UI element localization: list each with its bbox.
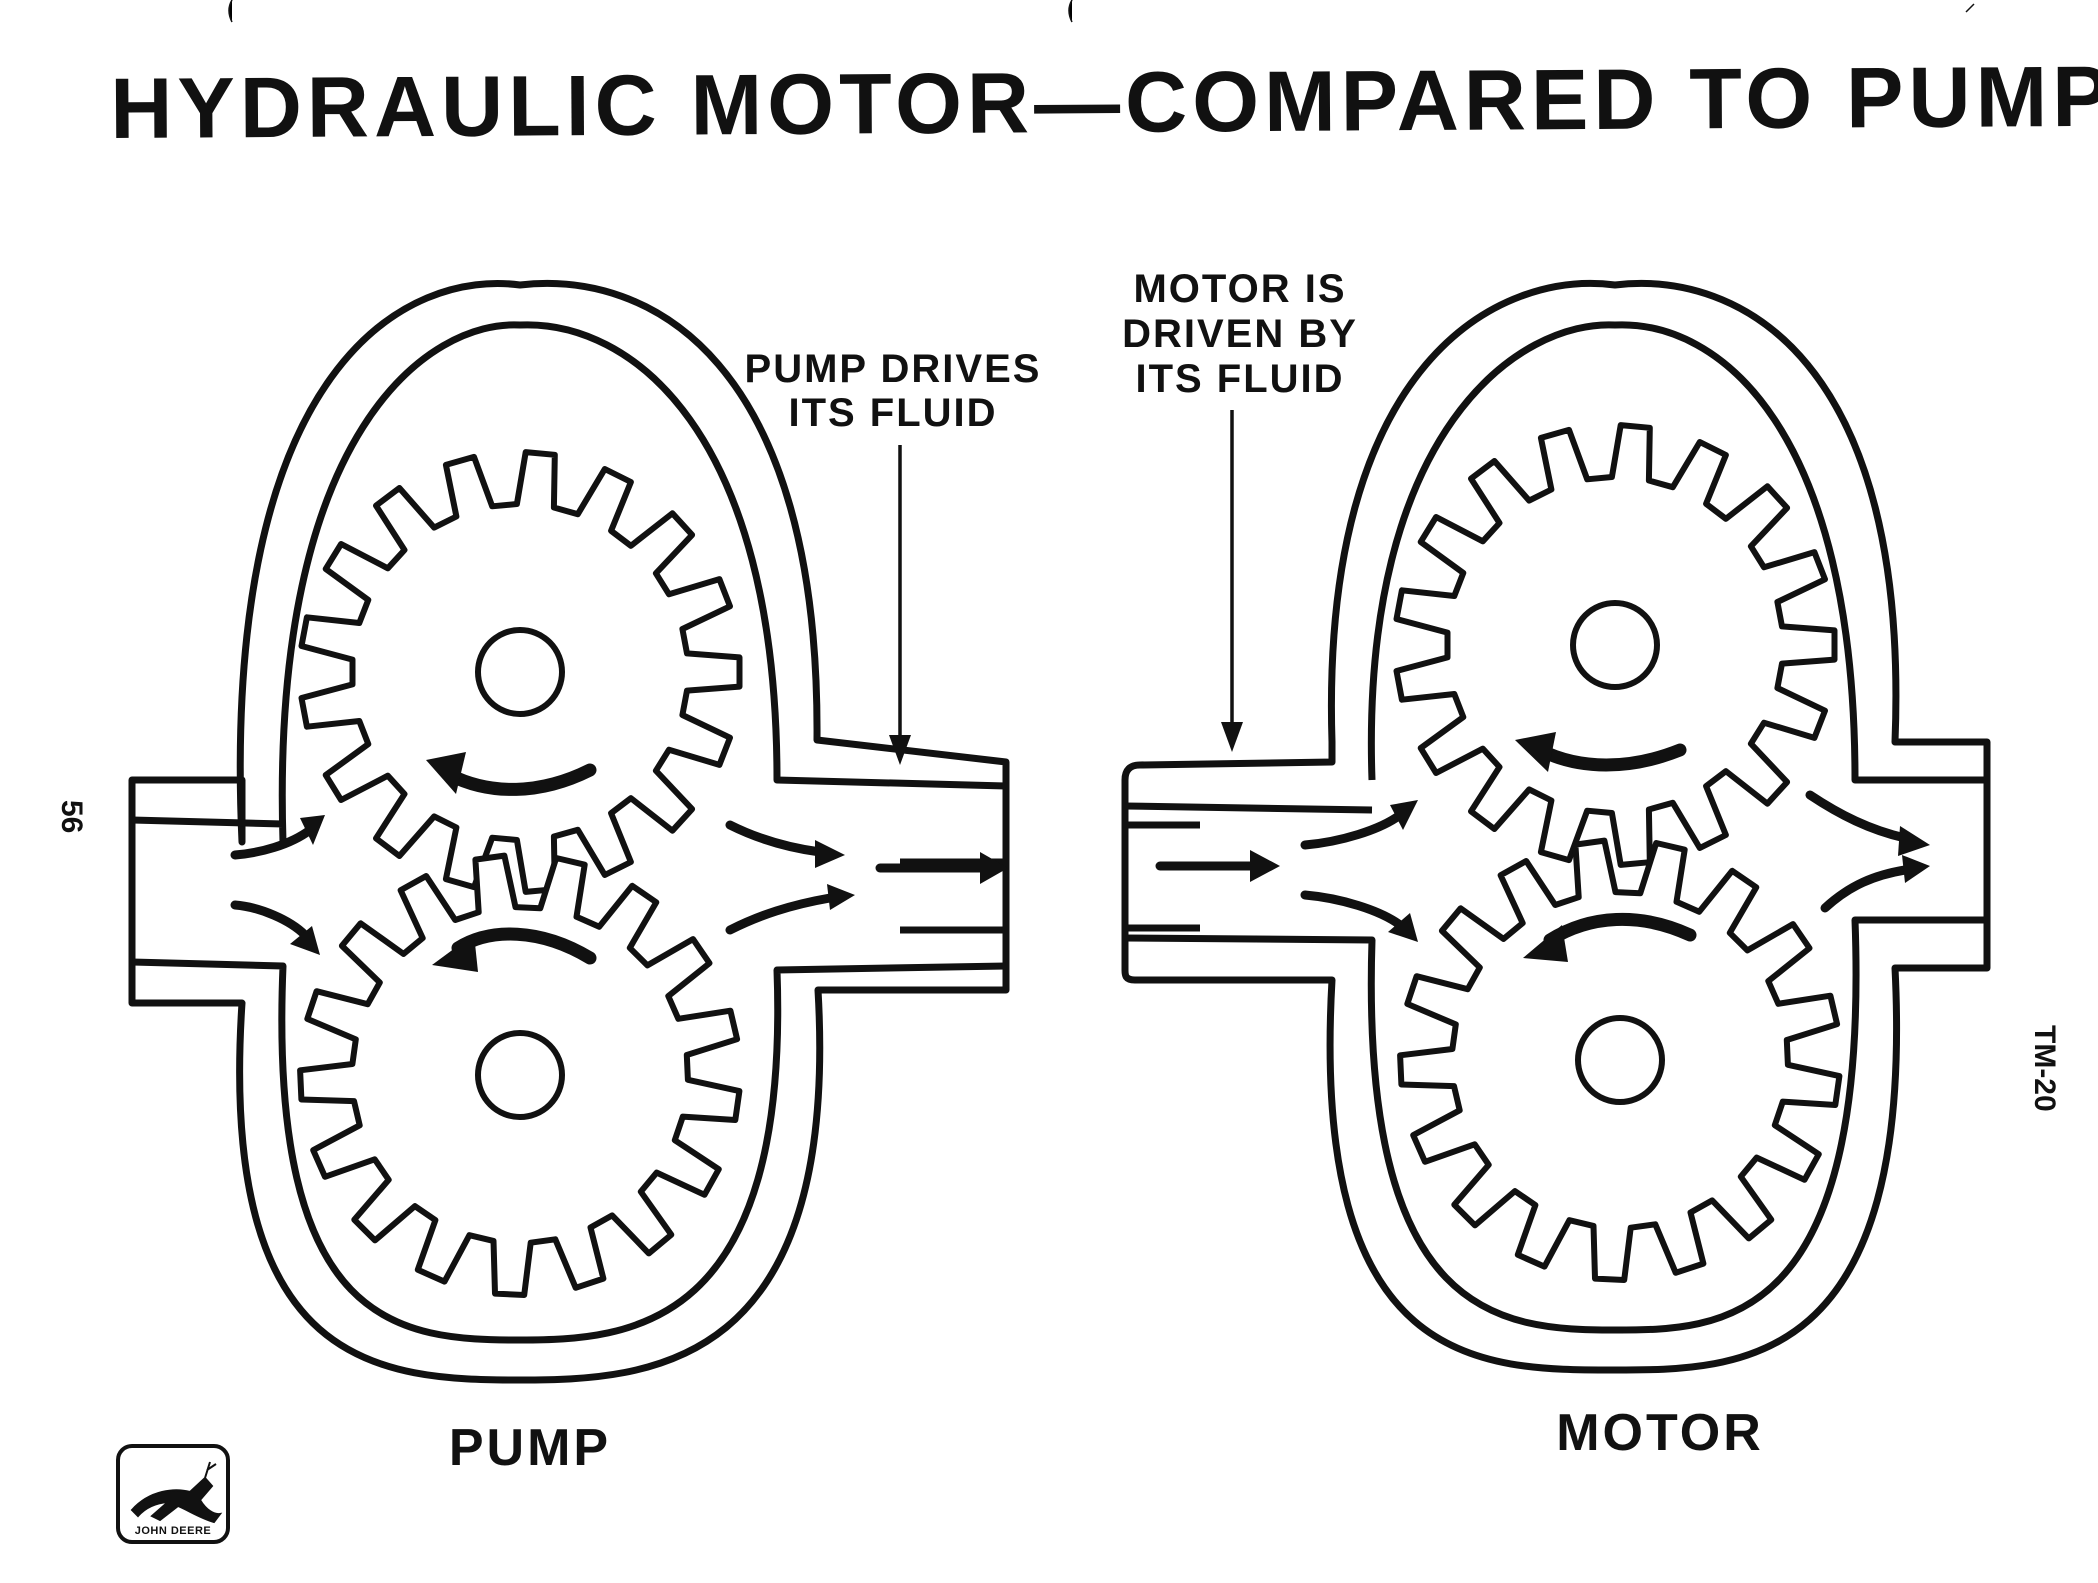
rotation-arrow-icon: [443, 763, 597, 796]
pump-callout-line-1: PUMP DRIVES: [745, 347, 1042, 391]
document-code: TM-20: [2028, 1025, 2061, 1112]
pump-callout-line-2: ITS FLUID: [788, 391, 997, 435]
motor-upper-gear: [1393, 422, 1838, 868]
motor-housing: [1121, 279, 1991, 1374]
pump-lower-gear: [297, 852, 743, 1298]
rotation-arrow-icon: [1533, 743, 1687, 772]
motor-lower-gear: [1397, 837, 1843, 1283]
motor-callout-line-2: DRIVEN BY: [1122, 312, 1358, 356]
pump-housing: [128, 279, 1010, 1384]
page-number: 56: [55, 800, 88, 833]
flow-arrow-icon: [1155, 790, 1930, 942]
pump-upper-gear: [298, 449, 743, 895]
flow-arrow-icon: [230, 815, 1008, 955]
motor-label: MOTOR: [1556, 1404, 1764, 1462]
deere-logo-icon: JOHN DEERE: [116, 1444, 230, 1544]
motor-callout-line-1: MOTOR IS: [1133, 267, 1346, 311]
motor-assembly: [1121, 279, 1991, 1374]
pump-label: PUMP: [449, 1419, 611, 1477]
logo-text: JOHN DEERE: [135, 1525, 212, 1537]
rotation-arrow-icon: [1543, 912, 1697, 947]
pump-assembly: [128, 279, 1010, 1384]
motor-callout-line-3: ITS FLUID: [1135, 357, 1344, 401]
